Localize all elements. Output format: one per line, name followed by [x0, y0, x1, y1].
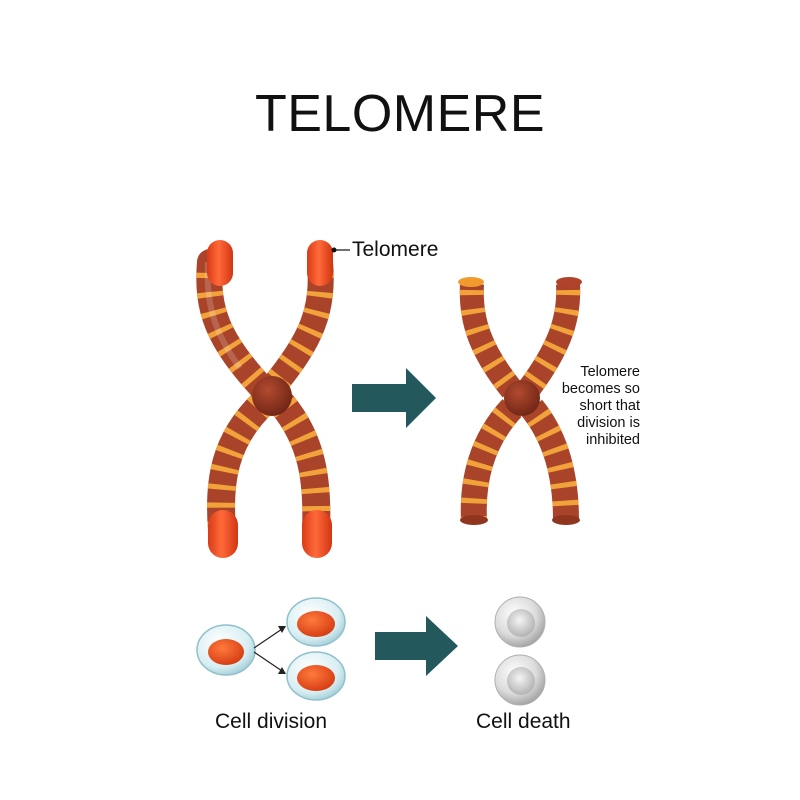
telomere-label: Telomere: [352, 238, 439, 261]
centromere: [252, 376, 292, 416]
centromere: [504, 380, 540, 416]
note-line: division is: [577, 415, 640, 431]
note-line: inhibited: [585, 432, 640, 448]
cell-division-group: [196, 597, 346, 701]
cell-death-caption: Cell death: [476, 710, 571, 733]
chromatid-lower-left: [207, 390, 276, 558]
chromatid-upper-right: [259, 240, 334, 401]
chromatid-short-upper-right: [518, 277, 582, 398]
cell-division-caption: Cell division: [215, 710, 328, 733]
chromatid-lower-right: [268, 390, 332, 558]
note-line: Telomere: [580, 364, 640, 380]
chromatid-short-upper-left: [458, 277, 522, 398]
shortened-chromosome: [458, 277, 582, 525]
parent-cell: [196, 624, 256, 676]
normal-chromosome: [196, 240, 334, 558]
daughter-cell-bottom: [286, 651, 346, 701]
arrow-right-icon: [375, 616, 458, 676]
chromatid-upper-left: [196, 240, 275, 401]
daughter-cell-top: [286, 597, 346, 647]
chromatid-short-lower-right: [521, 399, 580, 525]
chromatid-short-lower-left: [460, 399, 522, 525]
dead-cell-bottom: [494, 654, 546, 706]
note-line: becomes so: [561, 381, 640, 397]
division-arrows: [253, 626, 286, 674]
cell-death-group: [494, 596, 546, 706]
arrow-right-icon: [352, 368, 436, 428]
dead-cell-top: [494, 596, 546, 648]
shortened-telomere-note: Telomere becomes so short that division …: [540, 364, 640, 449]
diagram-title: TELOMERE: [254, 85, 546, 143]
telomere-pointer: [331, 247, 350, 253]
note-line: short that: [579, 398, 640, 414]
